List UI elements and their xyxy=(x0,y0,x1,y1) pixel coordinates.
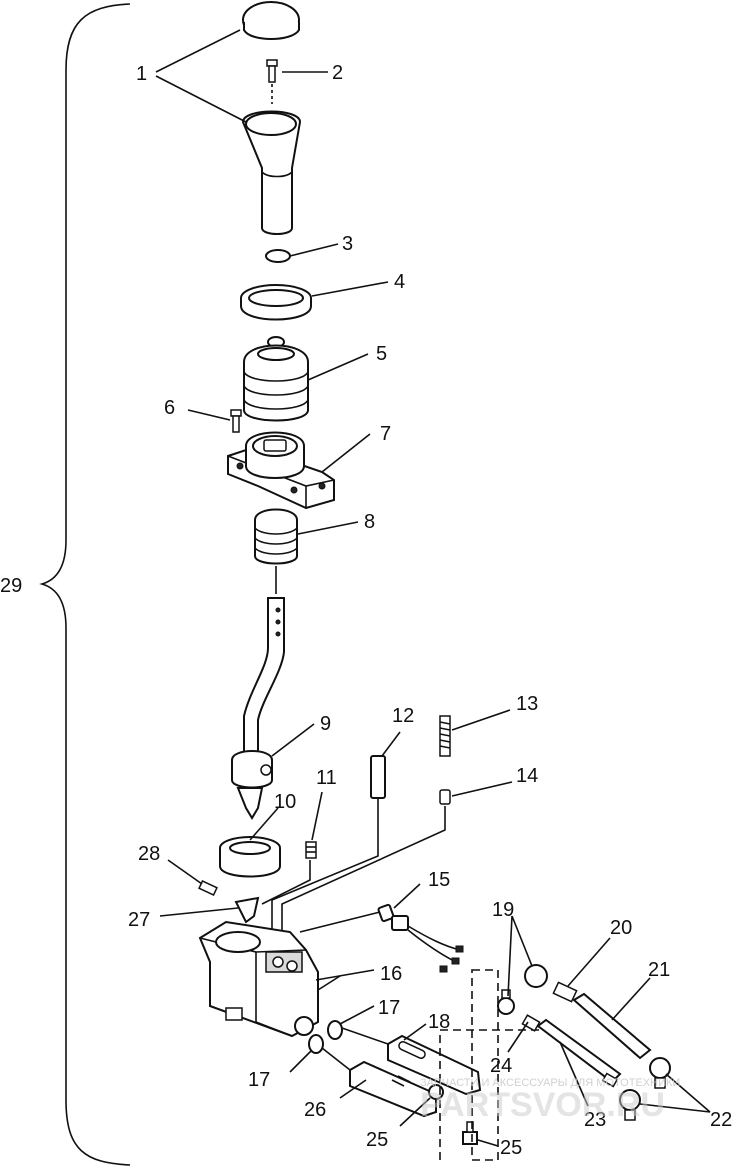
callout-22: 22 xyxy=(710,1109,732,1131)
callout-27: 27 xyxy=(128,909,150,931)
callout-1: 1 xyxy=(136,63,147,85)
callout-5: 5 xyxy=(376,343,387,365)
callout-2: 2 xyxy=(332,62,343,84)
callout-26: 26 xyxy=(304,1099,326,1121)
part-plate-7 xyxy=(227,431,335,510)
callout-23: 23 xyxy=(584,1109,606,1131)
part-plunger-14 xyxy=(439,789,451,805)
callout-21: 21 xyxy=(648,959,670,981)
callout-15: 15 xyxy=(428,869,450,891)
part-seal-4 xyxy=(240,284,312,321)
callout-7: 7 xyxy=(380,423,391,445)
callout-6: 6 xyxy=(164,397,175,419)
callout-8: 8 xyxy=(364,511,375,533)
part-linkage xyxy=(439,964,671,1161)
part-shaft-18 xyxy=(387,1034,482,1096)
part-pin-11 xyxy=(305,841,317,859)
callout-labels: 1 2 3 4 5 6 7 8 9 10 11 12 13 14 15 16 1… xyxy=(0,62,732,1159)
part-housing-16 xyxy=(198,920,319,1038)
callout-10: 10 xyxy=(274,791,296,813)
callout-14: 14 xyxy=(516,765,538,787)
callout-25b: 25 xyxy=(500,1137,522,1159)
watermark-brand: PARTSVOR.RU xyxy=(420,1086,665,1124)
part-washer-17a xyxy=(327,1020,343,1040)
callout-18: 18 xyxy=(428,1011,450,1033)
part-detent-27 xyxy=(234,896,260,924)
callout-13: 13 xyxy=(516,693,538,715)
callout-17b: 17 xyxy=(248,1069,270,1091)
part-bolt-25b xyxy=(462,1121,478,1145)
part-screw-6 xyxy=(230,409,242,433)
part-bushing-8 xyxy=(254,508,298,565)
callout-16: 16 xyxy=(380,963,402,985)
part-switch-15 xyxy=(299,903,464,973)
callout-24: 24 xyxy=(490,1055,512,1077)
part-shaft-26 xyxy=(349,1060,437,1118)
watermark-tagline: ЗАПЧАСТИ И АКСЕССУАРЫ ДЛЯ МОТОТЕХНИКИ xyxy=(420,1077,680,1089)
part-collar-10 xyxy=(219,836,281,878)
part-spring-13 xyxy=(439,715,451,757)
part-washer-17b xyxy=(308,1034,324,1054)
callout-4: 4 xyxy=(394,271,405,293)
callout-9: 9 xyxy=(320,713,331,735)
part-lever-9 xyxy=(231,597,285,820)
callout-leaders xyxy=(155,29,711,1147)
assembly-brace xyxy=(39,3,131,1166)
callout-29: 29 xyxy=(0,575,22,597)
part-boot-5 xyxy=(243,344,309,422)
callout-20: 20 xyxy=(610,917,632,939)
part-pin-12 xyxy=(370,755,386,799)
part-pin-28 xyxy=(198,879,218,897)
callout-25a: 25 xyxy=(366,1129,388,1151)
watermark: ЗАПЧАСТИ И АКСЕССУАРЫ ДЛЯ МОТОТЕХНИКИ PA… xyxy=(420,1077,680,1124)
part-knob xyxy=(241,1,302,235)
callout-12: 12 xyxy=(392,705,414,727)
callout-3: 3 xyxy=(342,233,353,255)
callout-28: 28 xyxy=(138,843,160,865)
part-screw-2 xyxy=(266,59,278,83)
callout-17a: 17 xyxy=(378,997,400,1019)
part-ring-3 xyxy=(265,249,291,263)
callout-11: 11 xyxy=(316,767,337,789)
callout-19: 19 xyxy=(492,899,514,921)
